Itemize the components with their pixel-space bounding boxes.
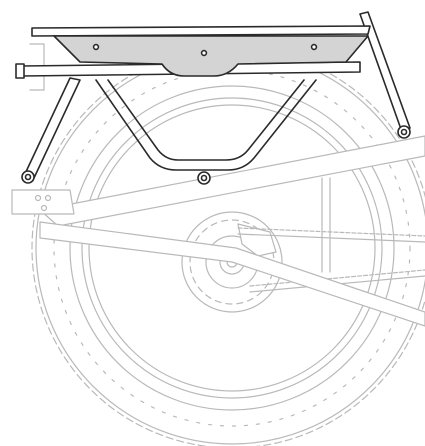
- mount-bolt-front: [21, 170, 35, 184]
- mount-bolt-rear: [397, 125, 411, 139]
- chain-lower: [249, 269, 425, 287]
- tray-hole-right: [310, 43, 318, 51]
- rack-rear-strut: [359, 11, 411, 133]
- chain-upper: [237, 227, 425, 237]
- tray-hole-left: [92, 43, 100, 51]
- dropout-hole-1: [34, 194, 42, 202]
- dropout-plate: [11, 189, 75, 215]
- dropout-hole-2: [44, 194, 52, 202]
- rack-front-strut: [23, 77, 81, 179]
- rack-support-loop-inner: [107, 79, 305, 161]
- chain-stay: [39, 221, 425, 327]
- brake-caliper: [237, 223, 277, 257]
- rack-top-rail: [31, 25, 371, 37]
- seat-stay: [39, 135, 425, 227]
- tire-inner: [69, 85, 395, 411]
- tray-hole-center: [200, 49, 208, 57]
- rack-support-loop-outer: [95, 79, 317, 171]
- rotor-outer: [181, 211, 283, 313]
- brake-mount-post: [321, 177, 331, 273]
- rim-inner: [88, 104, 376, 392]
- rack-rail-end-cap: [15, 63, 25, 79]
- tire-tread-inner: [53, 69, 411, 427]
- bike-background: [11, 43, 425, 446]
- mount-bolt-loop: [197, 171, 211, 185]
- rear-rack: [15, 11, 411, 185]
- rim-outer: [81, 97, 383, 399]
- chain-upper-edge: [237, 233, 425, 243]
- accessory-tray: [53, 35, 369, 77]
- dropout-hole-3: [40, 204, 48, 212]
